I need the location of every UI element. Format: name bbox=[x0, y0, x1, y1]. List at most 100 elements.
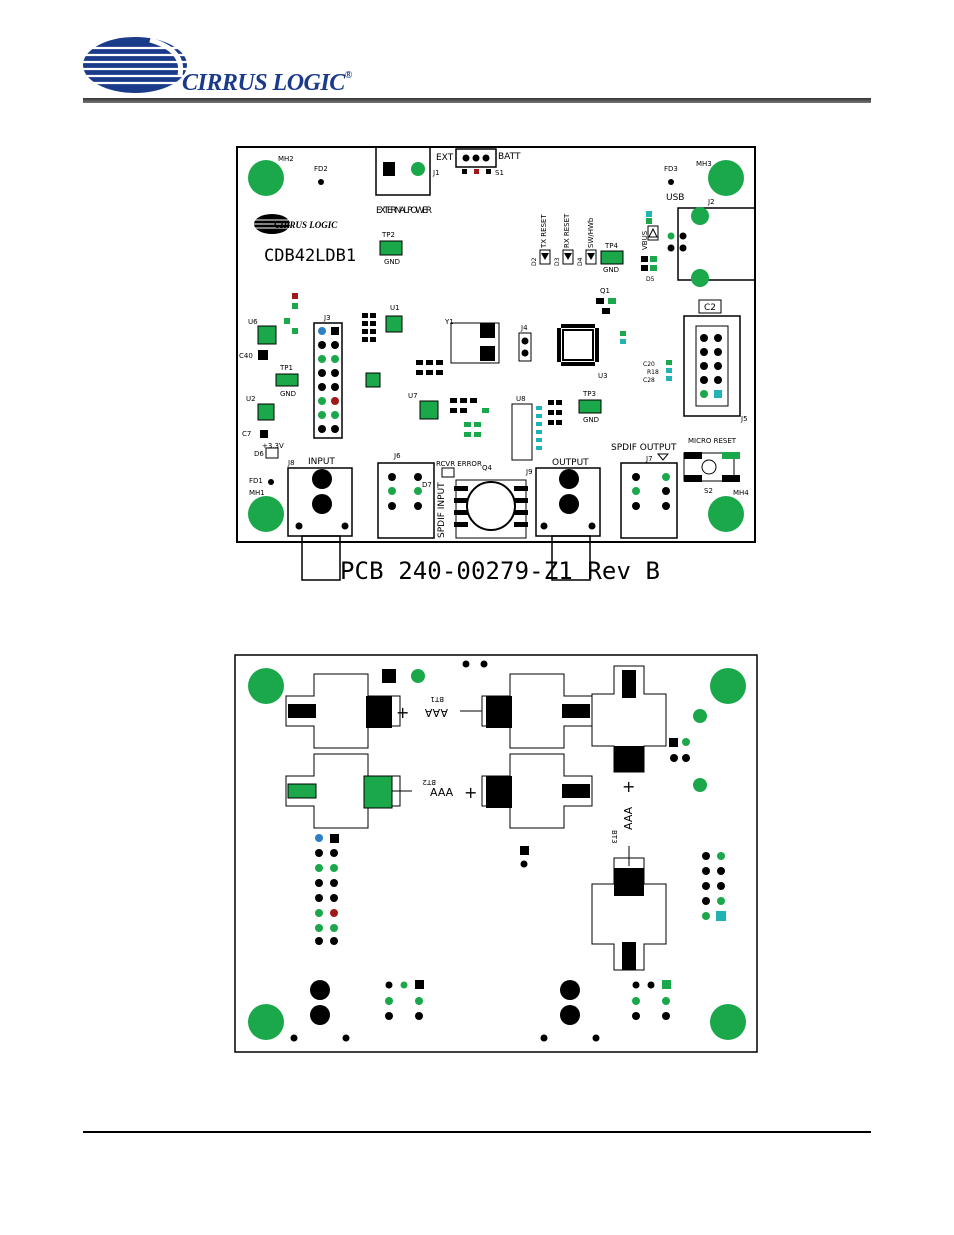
component-pad bbox=[556, 410, 562, 415]
pad bbox=[702, 912, 710, 920]
component-pad bbox=[536, 430, 542, 434]
pad bbox=[679, 244, 687, 252]
pcb-number: PCB 240-00279-Z1 Rev B bbox=[340, 557, 660, 585]
outline: TX RESET RX RESET SW/HWb bbox=[540, 213, 595, 249]
board-label: U8 bbox=[516, 395, 526, 403]
batt-label: BATT bbox=[498, 152, 521, 162]
pad bbox=[714, 376, 722, 384]
pad bbox=[632, 473, 640, 481]
component-pad bbox=[454, 486, 468, 491]
component-pad bbox=[450, 398, 457, 403]
component-pad bbox=[441, 467, 455, 478]
component-pad bbox=[677, 207, 756, 281]
pad bbox=[414, 473, 422, 481]
outline bbox=[362, 313, 376, 342]
pad bbox=[318, 355, 326, 363]
board-label: GND bbox=[280, 390, 296, 398]
pad bbox=[647, 981, 655, 989]
component-pad bbox=[470, 398, 477, 403]
component-pad bbox=[548, 400, 554, 405]
pad bbox=[315, 924, 323, 932]
outline bbox=[536, 406, 542, 450]
pad bbox=[414, 502, 422, 510]
outline bbox=[254, 219, 290, 229]
component-pad bbox=[622, 670, 636, 698]
component-pad bbox=[362, 321, 368, 326]
board-label: C40 bbox=[239, 352, 253, 360]
component-pad bbox=[683, 452, 735, 482]
component-pad bbox=[557, 328, 561, 362]
bt3-aaa-label: AAA bbox=[622, 806, 635, 830]
component-pad bbox=[363, 775, 393, 809]
component-pad bbox=[415, 980, 424, 989]
component-pad bbox=[536, 438, 542, 442]
spdif-input-label: SPDIF INPUT bbox=[437, 482, 447, 538]
sw-hwb-label: SW/HWb bbox=[587, 217, 595, 248]
board-label: D3 bbox=[554, 257, 561, 266]
component-pad bbox=[722, 452, 740, 459]
trademark: ® bbox=[344, 70, 352, 81]
component-pad bbox=[480, 346, 495, 361]
pad bbox=[472, 154, 480, 162]
component-pad bbox=[257, 403, 275, 421]
component-pad bbox=[331, 327, 339, 335]
outline bbox=[149, 37, 184, 76]
component-pad bbox=[556, 420, 562, 425]
pad bbox=[330, 864, 338, 872]
component-pad bbox=[716, 911, 726, 921]
pad bbox=[592, 1034, 600, 1042]
outline bbox=[564, 253, 572, 260]
component-pad bbox=[464, 422, 471, 427]
ext-label: EXT bbox=[436, 153, 454, 163]
component-pad bbox=[646, 218, 652, 224]
component-pad bbox=[464, 432, 471, 437]
bt2-aaa-label: AAA bbox=[430, 786, 454, 799]
component-pad bbox=[514, 522, 528, 527]
component-pad bbox=[292, 707, 312, 715]
component-pad bbox=[666, 376, 672, 381]
outline bbox=[454, 486, 528, 527]
mounting-hole-mh2 bbox=[248, 160, 284, 196]
pad bbox=[560, 1005, 580, 1025]
component-pad bbox=[602, 308, 610, 314]
component-pad bbox=[292, 328, 298, 334]
pad bbox=[330, 879, 338, 887]
pad bbox=[559, 469, 579, 489]
footer-rule bbox=[83, 1131, 871, 1133]
component-pad bbox=[511, 403, 533, 461]
component-pad bbox=[684, 452, 702, 459]
bt1-aaa-label: AAA bbox=[424, 706, 448, 719]
board-label: U3 bbox=[598, 372, 608, 380]
board-label: TP1 bbox=[279, 364, 293, 372]
company-name: CIRRUS LOGIC® bbox=[182, 70, 352, 97]
pad bbox=[388, 502, 396, 510]
board-label: U1 bbox=[390, 304, 400, 312]
component-pad bbox=[714, 390, 722, 398]
pad bbox=[268, 479, 274, 485]
pad bbox=[679, 232, 687, 240]
board-label: TP3 bbox=[582, 390, 596, 398]
component-pad bbox=[480, 323, 495, 338]
pad bbox=[342, 1034, 350, 1042]
pad bbox=[331, 355, 339, 363]
pad bbox=[540, 1034, 548, 1042]
component-pad bbox=[362, 329, 368, 334]
board-label: J6 bbox=[393, 452, 401, 460]
component-pad bbox=[539, 249, 551, 265]
component-pad bbox=[536, 446, 542, 450]
tx-reset-label: TX RESET bbox=[540, 214, 548, 249]
component-pad bbox=[486, 696, 512, 728]
component-pad bbox=[382, 669, 396, 683]
component-pad bbox=[641, 256, 648, 262]
component-pad bbox=[257, 325, 277, 345]
board-name: CDB42LDB1 bbox=[264, 246, 356, 266]
component-pad bbox=[365, 372, 381, 388]
component-pad bbox=[600, 250, 624, 265]
component-pad bbox=[375, 146, 431, 196]
bottom-hole-tr bbox=[710, 668, 746, 704]
component-pad bbox=[486, 169, 491, 174]
pad bbox=[662, 487, 670, 495]
pad bbox=[331, 411, 339, 419]
pad bbox=[559, 494, 579, 514]
board-label: U2 bbox=[246, 395, 256, 403]
